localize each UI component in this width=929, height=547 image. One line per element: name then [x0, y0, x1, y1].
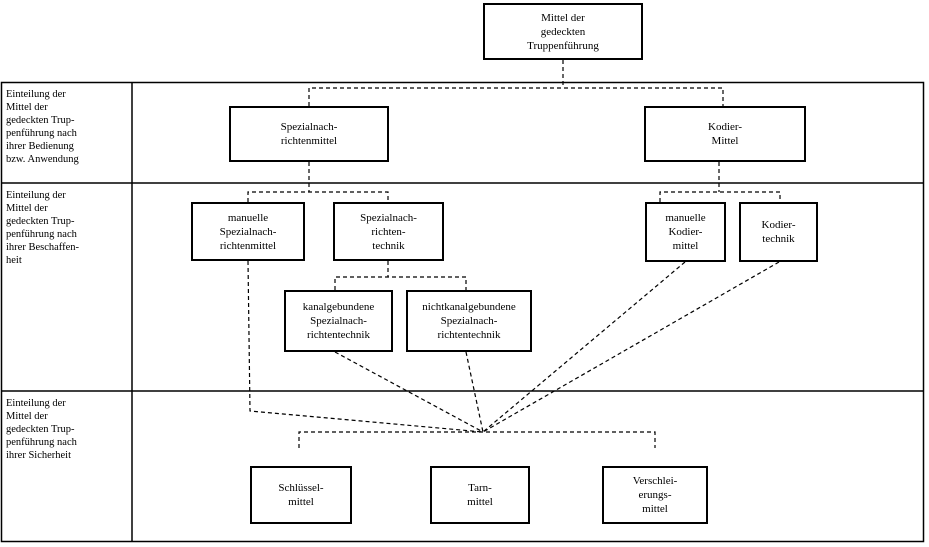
row-label-line: ihrer Beschaffen-	[6, 242, 79, 253]
box-line: nichtkanalgebundene	[422, 301, 516, 313]
box-line: Spezialnach-	[440, 315, 498, 327]
box-spezialnachrichtentechnik: Spezialnach- richten- technik	[333, 202, 444, 261]
row-label-bedienung: Einteilung der Mittel der gedeckten Trup…	[6, 88, 126, 166]
box-manuelle-spezialnachrichtenmittel: manuelle Spezialnach- richtenmittel	[191, 202, 305, 261]
connector-kanal-to-hub	[334, 351, 484, 433]
box-line: mittel	[467, 496, 493, 508]
row-label-line: ihrer Sicherheit	[6, 450, 72, 461]
box-line: Spezialnach-	[310, 315, 367, 327]
box-kanalgebundene-technik: kanalgebundene Spezialnach- richtentechn…	[284, 290, 393, 352]
box-tarnmittel: Tarn- mittel	[430, 466, 530, 524]
row-label-line: penführung nach	[6, 437, 77, 448]
row-label-line: gedeckten Trup-	[6, 216, 75, 227]
box-line: Spezialnach-	[360, 211, 417, 224]
connector-technik-bracket	[334, 276, 467, 290]
box-line: Mittel	[711, 135, 739, 147]
row-label-line: gedeckten Trup-	[6, 424, 75, 435]
root-line-3: Truppenführung	[527, 39, 599, 52]
root-line-1: Mittel der	[541, 11, 585, 24]
connector-spezial-bracket	[247, 191, 389, 202]
connector-kodier-bracket	[659, 191, 781, 202]
box-spezialnachrichtenmittel: Spezialnach- richtenmittel	[229, 106, 389, 162]
row-label-line: penführung nach	[6, 229, 77, 240]
box-schluesselmittel: Schlüssel- mittel	[250, 466, 352, 524]
connector-security-bracket	[298, 431, 656, 448]
box-line: Kodier-	[708, 121, 742, 133]
box-line: Schlüssel-	[278, 482, 324, 494]
box-line: mittel	[672, 240, 699, 252]
row-label-sicherheit: Einteilung der Mittel der gedeckten Trup…	[6, 397, 126, 462]
root-line-2: gedeckten	[540, 25, 586, 38]
box-nichtkanalgebundene-technik: nichtkanalgebundene Spezialnach- richten…	[406, 290, 532, 352]
box-kodiermittel: Kodier- Mittel	[644, 106, 806, 162]
box-line: Spezialnach-	[219, 225, 277, 238]
row-label-beschaffenheit: Einteilung der Mittel der gedeckten Trup…	[6, 189, 126, 267]
row-label-line: Mittel der	[6, 203, 48, 214]
box-line: richtentechnik	[307, 329, 370, 341]
row-label-line: penführung nach	[6, 128, 77, 139]
box-line: Spezialnach-	[280, 121, 338, 133]
box-line: mittel	[288, 496, 314, 508]
box-line: kanalgebundene	[302, 301, 375, 313]
box-root-mittel-gedeckte-truppenfuehrung: Mittel der gedeckten Truppenführung	[483, 3, 643, 60]
row-label-line: Einteilung der	[6, 89, 66, 100]
box-line: manuelle	[665, 212, 706, 224]
box-line: manuelle	[227, 211, 269, 224]
box-line: richtenmittel	[219, 239, 277, 252]
box-verschleierungsmittel: Verschlei- erungs- mittel	[602, 466, 708, 524]
box-line: richtentechnik	[437, 329, 501, 341]
box-line: mittel	[642, 503, 668, 515]
row-label-line: Einteilung der	[6, 190, 66, 201]
box-kodiertechnik: Kodier- technik	[739, 202, 818, 262]
connector-level1-bracket	[308, 87, 724, 106]
row-label-line: ihrer Bedienung	[6, 141, 74, 152]
box-line: richten-	[371, 225, 406, 238]
connector-nichtkanal-to-hub	[465, 351, 484, 433]
row-label-line: Mittel der	[6, 411, 48, 422]
row-label-line: gedeckten Trup-	[6, 115, 75, 126]
box-line: erungs-	[638, 489, 672, 501]
row-label-line: bzw. Anwendung	[6, 154, 79, 165]
connector-kodier-technik-to-hub	[482, 261, 780, 433]
box-line: Kodier-	[761, 219, 796, 231]
table-outer-border	[0, 81, 925, 543]
connector-manuell-kodier-to-hub	[482, 261, 686, 433]
box-line: Tarn-	[468, 482, 492, 494]
box-line: richtenmittel	[280, 135, 338, 147]
row-label-line: heit	[6, 255, 22, 266]
row-label-line: Mittel der	[6, 102, 48, 113]
row-label-line: Einteilung der	[6, 398, 66, 409]
box-line: technik	[762, 233, 795, 245]
box-line: technik	[372, 239, 405, 252]
box-line: Kodier-	[668, 226, 703, 238]
box-manuelle-kodiermittel: manuelle Kodier- mittel	[645, 202, 726, 262]
box-line: Verschlei-	[632, 475, 678, 487]
connector-manuell-spezial-to-hub	[247, 260, 484, 433]
